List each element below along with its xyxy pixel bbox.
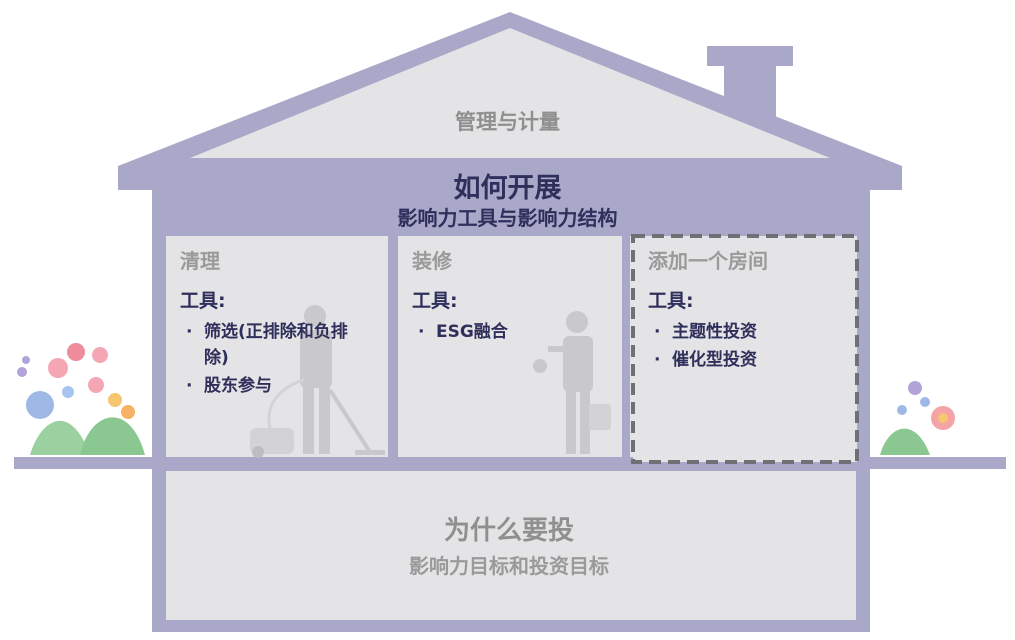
left-wall: [152, 186, 166, 632]
tool-list: ·主题性投资 ·催化型投资: [648, 319, 848, 373]
basement-title: 为什么要投: [443, 516, 574, 546]
divider-2: [622, 236, 630, 457]
room-cleanup: 清理 工具: ·筛选(正排除和负排除) ·股东参与: [180, 245, 380, 401]
flowers-left-icon: [17, 343, 145, 455]
cleaner-figure-icon: [300, 305, 385, 455]
room-3-dashed-border: [631, 234, 859, 464]
list-item: ·主题性投资: [654, 322, 757, 342]
room-title: 清理: [180, 249, 220, 273]
tools-label: 工具:: [180, 290, 226, 312]
roof-title: 管理与计量: [455, 110, 560, 134]
list-item: ·ESG融合: [418, 322, 508, 342]
room-add-room: 添加一个房间 工具: ·主题性投资 ·催化型投资: [648, 245, 848, 375]
paint-bucket-icon: [589, 404, 611, 430]
list-item: ·股东参与: [186, 376, 272, 396]
how-subtitle: 影响力工具与影响力结构: [397, 206, 618, 230]
chimney-cap: [707, 46, 793, 66]
divider-1: [388, 236, 398, 457]
room-renovate: 装修 工具: ·ESG融合: [412, 245, 612, 347]
tools-label: 工具:: [412, 290, 458, 312]
basement-bg: [166, 471, 856, 620]
room-title: 添加一个房间: [648, 249, 768, 273]
list-item: ·筛选(正排除和负排除): [186, 322, 348, 368]
painter-figure-icon: [533, 311, 593, 454]
tool-list: ·ESG融合: [412, 319, 612, 345]
band: [152, 186, 868, 236]
vacuum-icon: [250, 378, 305, 458]
tools-label: 工具:: [648, 290, 694, 312]
basement-subtitle: 影响力目标和投资目标: [409, 554, 609, 578]
how-title: 如何开展: [453, 173, 562, 204]
room-title: 装修: [412, 249, 452, 273]
tool-list: ·筛选(正排除和负排除) ·股东参与: [180, 319, 380, 399]
list-item: ·催化型投资: [654, 350, 757, 370]
roof-inner: [190, 28, 830, 158]
right-wall: [856, 186, 870, 632]
bottom-wall: [152, 620, 870, 632]
flowers-right-icon: [880, 381, 955, 455]
